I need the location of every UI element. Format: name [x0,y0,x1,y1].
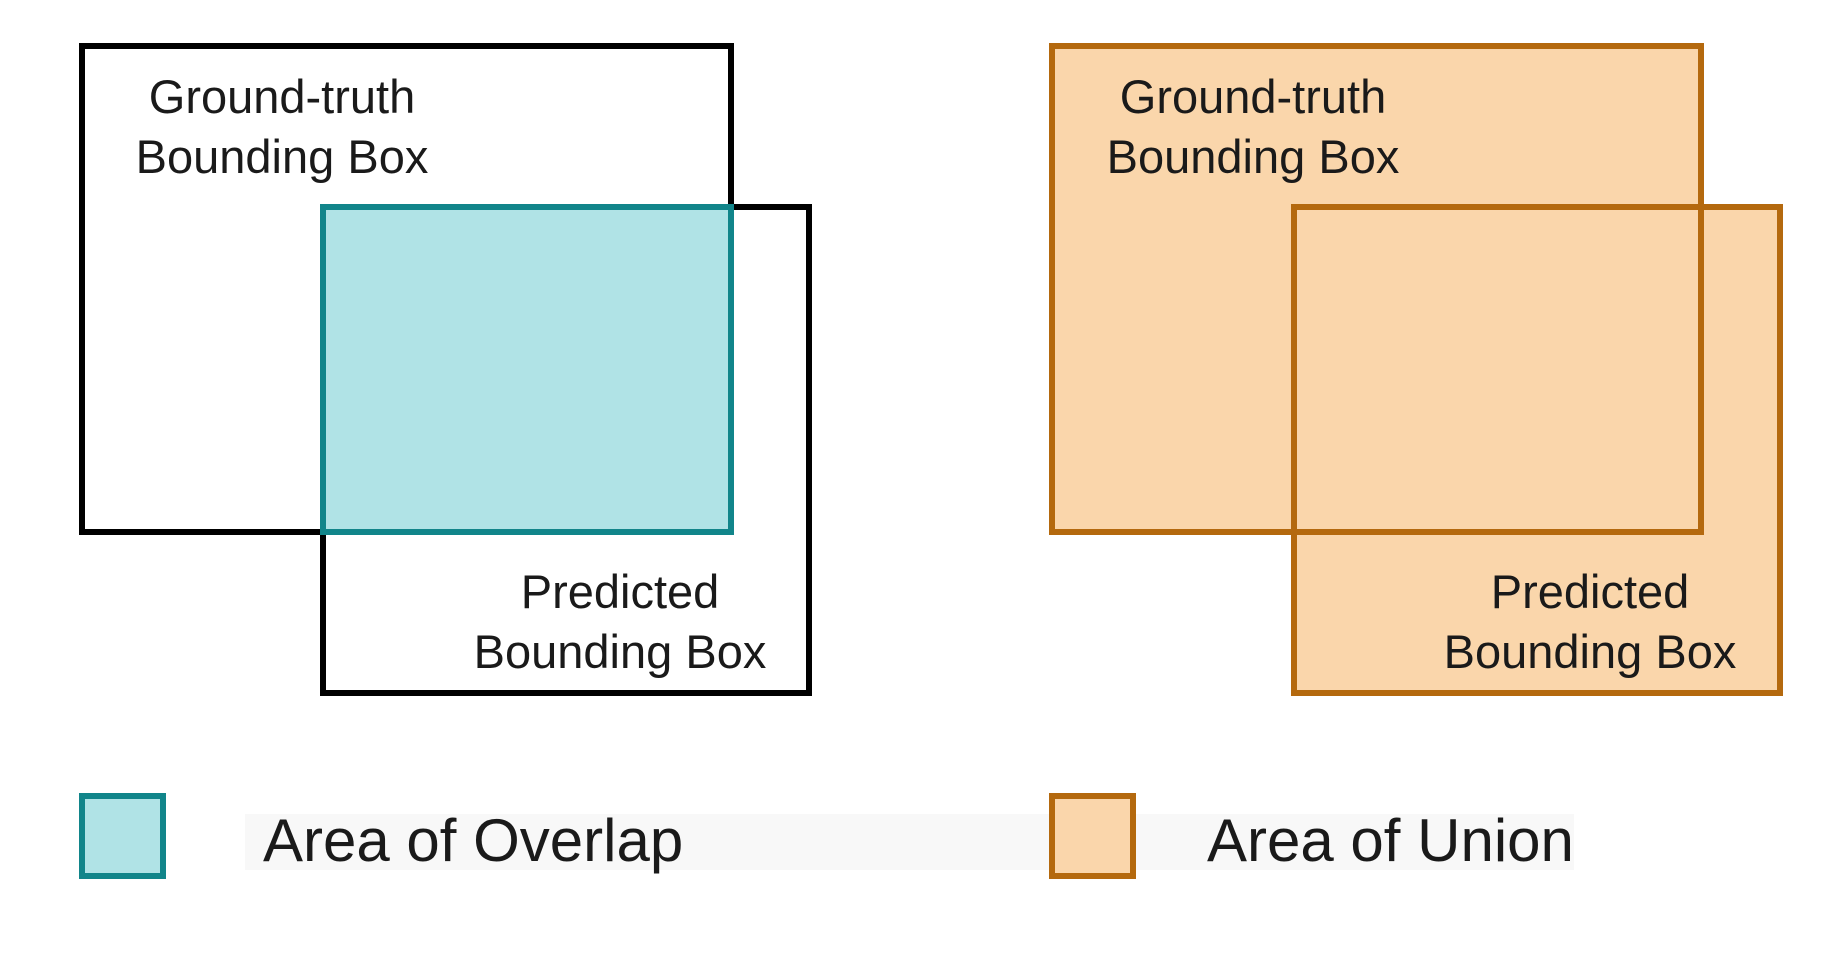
overlap-predicted-label-line2: Bounding Box [474,625,767,678]
legend-overlap-label: Area of Overlap [263,807,683,874]
overlap-panel: Ground-truth Bounding Box Predicted Boun… [79,43,812,696]
union-panel: Ground-truth Bounding Box Predicted Boun… [1049,43,1783,696]
overlap-intersection-outline [320,204,734,535]
overlap-predicted-label-line1: Predicted [521,565,720,618]
overlap-ground-truth-label-line1: Ground-truth [149,70,415,123]
union-predicted-box [1291,204,1783,696]
legend-union-swatch-icon [1049,793,1136,879]
union-predicted-fill [1294,207,1780,693]
union-predicted-label-line2: Bounding Box [1444,625,1737,678]
union-ground-truth-box [1049,43,1704,535]
legend: Area of Overlap Area of Union [79,793,1574,879]
legend-union-band [1134,814,1574,870]
union-ground-truth-label-line2: Bounding Box [1107,130,1400,183]
legend-union-label: Area of Union [1207,807,1574,874]
overlap-intersection-fill [323,207,731,532]
union-ground-truth-label-line1: Ground-truth [1120,70,1386,123]
legend-overlap-band [245,814,1050,870]
legend-overlap-swatch-icon [79,793,166,879]
union-predicted-label-line1: Predicted [1491,565,1690,618]
overlap-ground-truth-label-line2: Bounding Box [136,130,429,183]
